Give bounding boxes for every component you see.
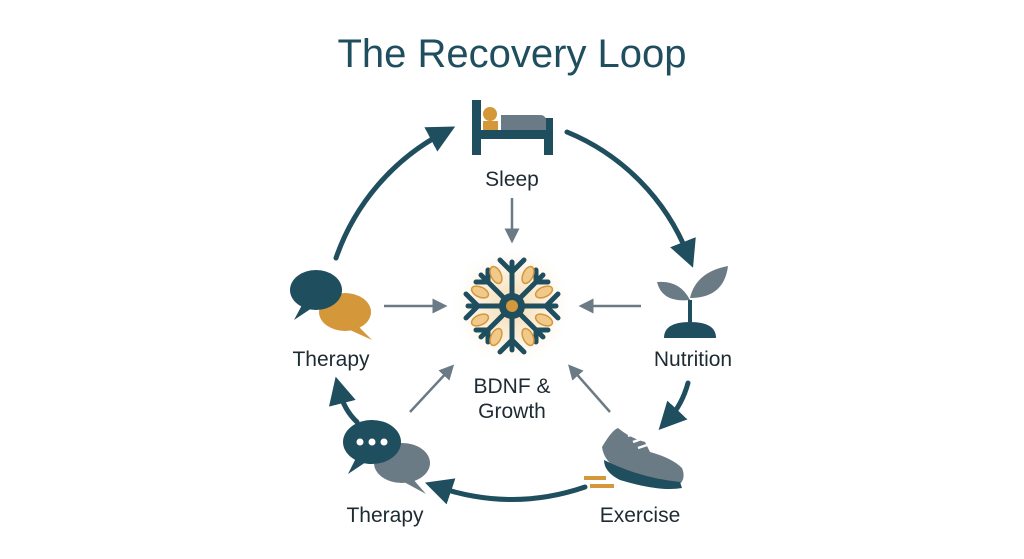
speech-bubbles-icon [290, 270, 372, 340]
arc-nutrition-to-exercise [658, 380, 691, 431]
inner-arrows [384, 198, 641, 413]
center-node: BDNF & Growth [450, 244, 574, 423]
running-shoe-icon [584, 428, 684, 489]
center-label-line1: BDNF & [473, 375, 550, 398]
node-therapy-bottom: Therapy [343, 420, 430, 527]
inner-arrow-from-therapy-bottom [409, 364, 455, 413]
arc-exercise-to-therapy [424, 478, 588, 505]
arc-therapy-to-sleep [333, 126, 456, 261]
node-sleep: Sleep [472, 100, 553, 191]
node-label-nutrition: Nutrition [654, 348, 732, 371]
node-label-exercise: Exercise [600, 504, 681, 527]
speech-bubbles-dots-icon [343, 420, 430, 494]
node-therapy-left: Therapy [290, 270, 372, 371]
diagram-title: The Recovery Loop [337, 32, 686, 76]
inner-arrow-from-exercise [568, 364, 611, 413]
bed-icon [472, 100, 553, 155]
arc-therapy-to-therapy [328, 376, 360, 425]
outer-loop-arrows [328, 126, 696, 505]
node-exercise: Exercise [584, 428, 684, 527]
center-label-line2: Growth [478, 400, 546, 423]
node-label-therapy-bottom: Therapy [346, 504, 424, 527]
sprout-icon [657, 266, 728, 338]
node-nutrition: Nutrition [654, 266, 732, 371]
arc-sleep-to-nutrition [564, 129, 696, 268]
node-label-sleep: Sleep [485, 168, 539, 191]
neuron-icon [463, 257, 561, 355]
node-label-therapy-left: Therapy [292, 348, 370, 371]
